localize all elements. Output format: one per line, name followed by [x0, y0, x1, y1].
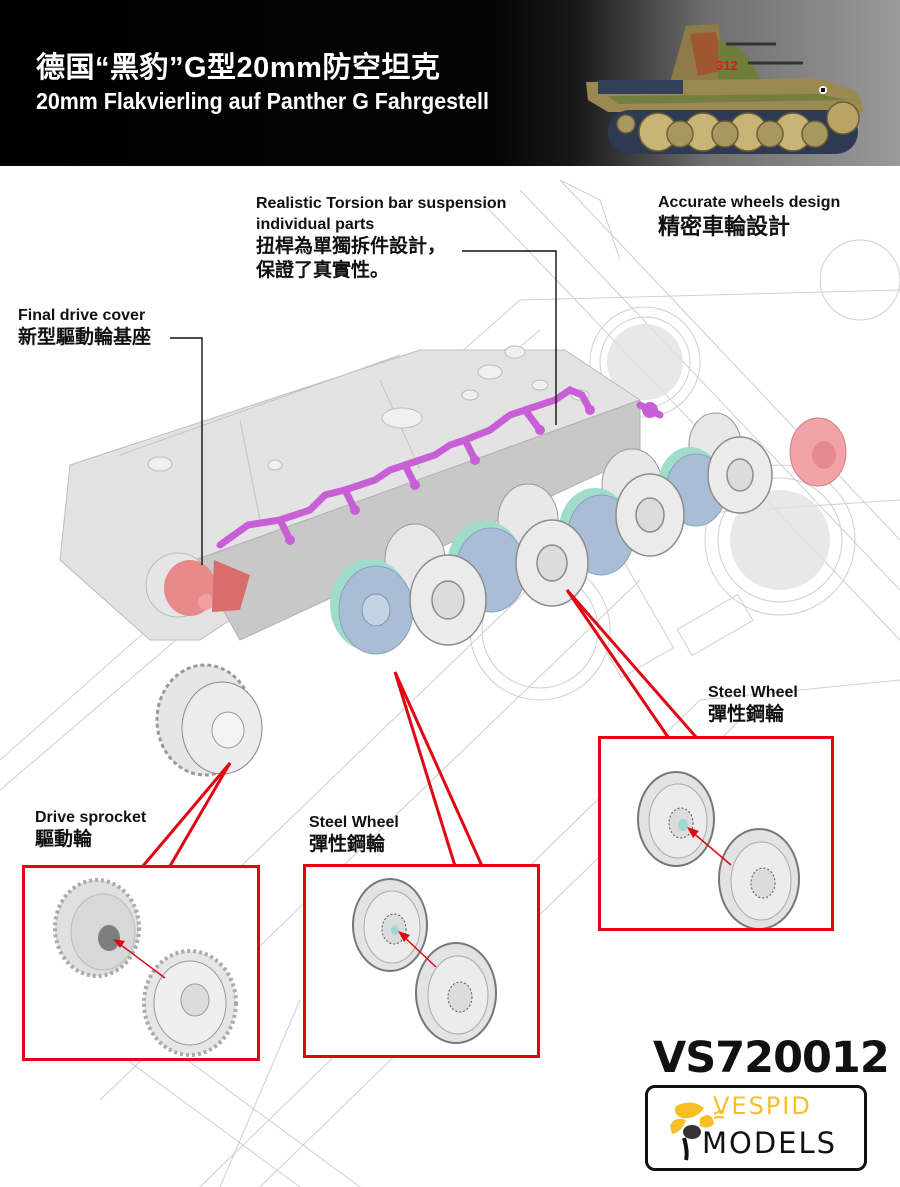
steel-wheel-left-exploded-view [352, 878, 497, 1044]
callout-leaders [170, 250, 557, 565]
steel-wheel-left-cn: 彈性鋼輪 [309, 834, 386, 855]
callout-wheels: Accurate wheels design 精密車輪設計 [658, 192, 840, 240]
callout-steel-wheel-left: Steel Wheel 彈性鋼輪 [309, 812, 399, 857]
detail-box-drive-sprocket [22, 865, 260, 1061]
steel-wheel-right-exploded-view [637, 771, 800, 928]
header-banner: 德国“黑豹”G型20mm防空坦克 20mm Flakvierling auf P… [0, 0, 900, 166]
brand-name-models: MODELS [702, 1126, 838, 1160]
drive-sprocket-en: Drive sprocket [35, 809, 147, 826]
final-drive-en: Final drive cover [18, 307, 146, 324]
steel-wheel-right-en: Steel Wheel [708, 684, 798, 701]
right-wheel-pointer-b [565, 589, 698, 738]
final-drive-leader [170, 337, 203, 565]
torsion-bar-leader [462, 250, 557, 425]
drive-sprocket-cn: 驅動輪 [35, 829, 93, 850]
title-english: 20mm Flakvierling auf Panther G Fahrgest… [36, 88, 489, 114]
product-code: VS720012 [653, 1033, 890, 1083]
tank-profile-illustration: 312 [578, 0, 900, 166]
steel-wheel-left-en: Steel Wheel [309, 814, 399, 831]
left-wheel-pointer-a [393, 671, 457, 867]
sprocket-pointer-left [141, 762, 232, 867]
torsion-bar-ends [285, 402, 658, 545]
chassis-render-area [0, 179, 900, 1187]
title-chinese: 德国“黑豹”G型20mm防空坦克 [36, 52, 441, 84]
road-wheels-set [330, 412, 773, 655]
sprocket-pointer-right [168, 762, 232, 867]
brand-name-vespid: VESPID [713, 1092, 812, 1120]
detail-box-steel-wheel-left [303, 864, 540, 1058]
final-drive-cn: 新型驅動輪基座 [18, 327, 152, 348]
wasp-logo-icon [670, 1102, 725, 1161]
callout-drive-sprocket: Drive sprocket 驅動輪 [35, 807, 146, 852]
drive-sprocket-exploded-view [53, 878, 238, 1057]
final-drive-cover [145, 552, 250, 618]
detail-box-steel-wheel-right [598, 736, 834, 931]
callout-torsion-bar: Realistic Torsion bar suspension individ… [256, 193, 506, 283]
callout-final-drive: Final drive cover 新型驅動輪基座 [18, 305, 151, 350]
callout-steel-wheel-right: Steel Wheel 彈性鋼輪 [708, 682, 798, 727]
brand-logo-box [645, 1085, 867, 1171]
torsion-bar-cn-2: 保證了真實性。 [256, 260, 390, 281]
steel-wheel-right-cn: 彈性鋼輪 [708, 704, 785, 725]
wheel-outer-row [409, 436, 773, 646]
tank-marking: 312 [716, 58, 738, 73]
idler-wheel [789, 417, 847, 487]
right-wheel-pointer-a [565, 589, 670, 738]
blueprint-grille [730, 490, 830, 590]
torsion-bar-cn-1: 扭桿為單獨拆件設計， [256, 236, 447, 257]
torsion-bar-en-1: Realistic Torsion bar suspension [256, 195, 507, 212]
wheels-en: Accurate wheels design [658, 194, 841, 211]
road-wheels [616, 101, 860, 152]
torsion-bar-en-2: individual parts [256, 216, 375, 233]
drive-sprocket [155, 663, 263, 777]
red-pointers [141, 589, 698, 867]
wheels-cn: 精密車輪設計 [658, 214, 791, 239]
left-wheel-pointer-b [393, 671, 484, 867]
